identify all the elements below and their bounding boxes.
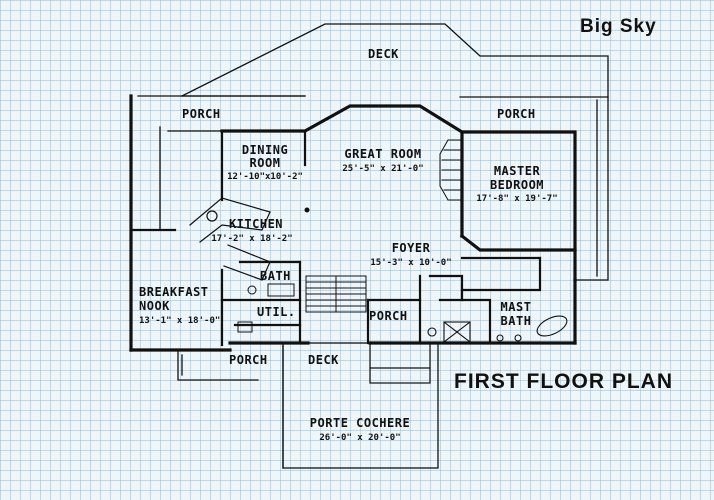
- column-dot: [304, 207, 310, 213]
- kitchen-counters: [189, 197, 271, 281]
- porte-cochere-outline: [282, 342, 439, 469]
- deck-top-label: DECK: [368, 47, 399, 61]
- fireplace: [439, 139, 463, 201]
- kitchen-size: 17'-2" x 18'-2": [211, 234, 293, 244]
- foyer-size: 15'-3" x 10'-0": [370, 258, 452, 268]
- porch-bottom-label: PORCH: [229, 353, 268, 367]
- mast-bath-label-line1: MAST: [500, 300, 532, 314]
- breakfast-nook-label-line2: NOOK: [139, 299, 170, 313]
- interior-walls: [129, 129, 542, 347]
- great-room-size: 25'-5" x 21'-0": [342, 164, 424, 174]
- porch-left-label: PORCH: [182, 107, 221, 121]
- porch-center-label: PORCH: [369, 309, 408, 323]
- porch-right-label: PORCH: [497, 107, 536, 121]
- mast-bath-label-line2: BATH: [500, 314, 532, 328]
- breakfast-nook-size: 13'-1" x 18'-0": [139, 316, 221, 326]
- porte-cochere-size: 26'-0" x 20'-0": [319, 433, 401, 443]
- floor-plan-heading: FIRST FLOOR PLAN: [454, 370, 673, 393]
- dining-room-label-line2: ROOM: [249, 156, 281, 170]
- utility-label: UTIL.: [257, 305, 296, 319]
- great-room-label: GREAT ROOM: [344, 147, 422, 161]
- stairs: [305, 275, 367, 313]
- porch-railings: [137, 95, 609, 381]
- deck-bottom-label: DECK: [308, 353, 339, 367]
- master-bedroom-size: 17'-8" x 19'-7": [476, 194, 558, 204]
- porte-cochere-label: PORTE COCHERE: [309, 416, 411, 430]
- master-bedroom-label-line1: MASTER: [493, 164, 541, 178]
- center-porch-outline: [369, 342, 431, 384]
- dining-room-label-line1: DINING: [241, 143, 289, 157]
- kitchen-label: KITCHEN: [228, 217, 284, 231]
- master-bath-fixtures: [427, 315, 568, 343]
- breakfast-nook-label-line1: BREAKFAST: [139, 285, 209, 299]
- bath-label: BATH: [260, 269, 291, 283]
- bath-fixtures: [237, 283, 295, 333]
- master-bedroom-label-line2: BEDROOM: [489, 178, 545, 192]
- dining-room-size: 12'-10"x10'-2": [227, 172, 303, 182]
- foyer-label: FOYER: [391, 241, 431, 255]
- plan-name-title: Big Sky: [580, 16, 657, 37]
